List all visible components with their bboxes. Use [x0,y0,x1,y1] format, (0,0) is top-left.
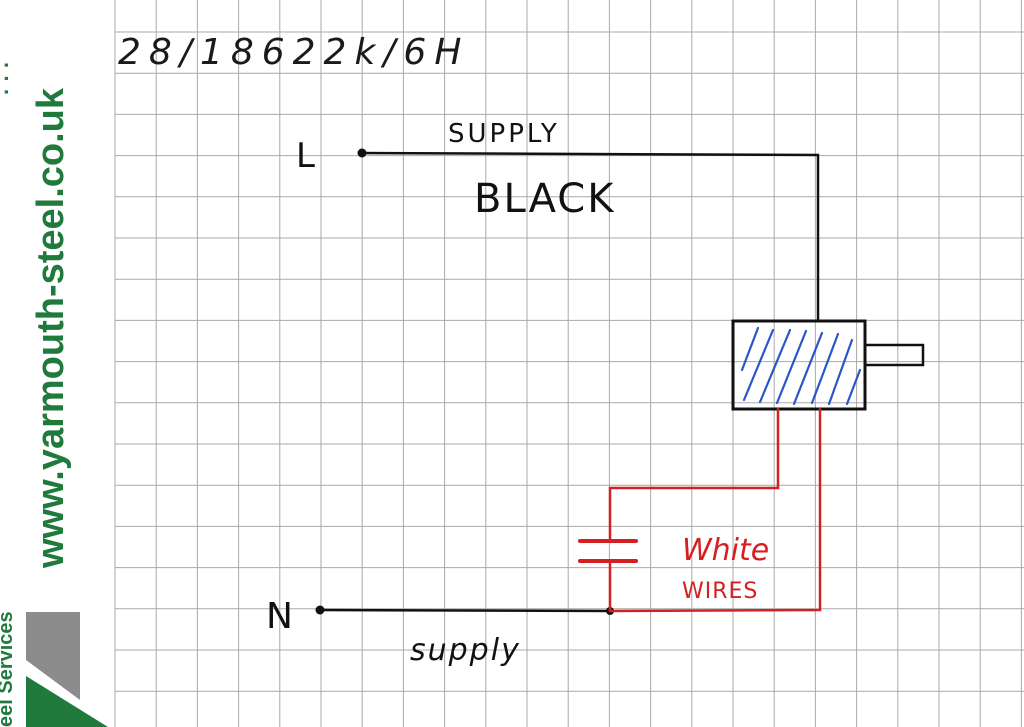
white-wires-label-line2: WIRES [682,579,758,604]
white-wires [578,407,822,613]
white-wires-label-line1: White [682,533,769,568]
top-wire-color-label: BLACK [474,176,615,222]
live-supply-wire [360,151,820,322]
neutral-terminal-label: N [266,596,293,637]
bottom-supply-label: supply [410,633,521,668]
black-wiring [318,151,820,613]
live-terminal-label: L [296,136,315,176]
top-supply-label: SUPPLY [448,119,560,149]
live-terminal-dot [357,148,367,158]
component-shading [740,326,862,406]
brand-stripe-gray [26,612,80,700]
brand-stripe-green [26,676,108,727]
company-name-fragment: eel Services [0,611,17,727]
component-box [731,319,925,411]
component-shaft [863,343,925,367]
graph-paper-grid [114,0,1024,727]
white-wire-left [608,407,780,542]
neutral-terminal-dot [315,605,325,615]
sidebar-branding: www.yarmouth-steel.co.uk eel Services · … [0,0,108,727]
neutral-supply-wire [318,608,612,613]
reference-number: 28/18622k/6H [118,32,469,73]
top-sidebar-fragment: · · · [0,61,19,95]
website-url: www.yarmouth-steel.co.uk [30,87,72,569]
white-wire-right [608,407,822,613]
